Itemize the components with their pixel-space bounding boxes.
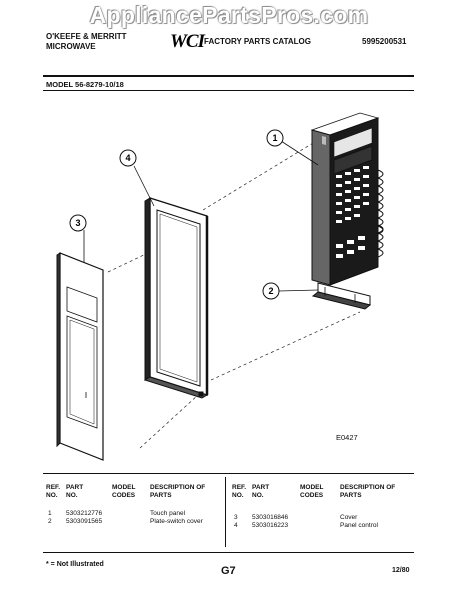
row-2-desc: Plate-switch cover [150,518,203,525]
col-part-no-right: PART NO. [252,484,270,499]
row-4-desc: Panel control [340,522,378,529]
catalog-date: 12/80 [392,567,410,574]
row-1-desc: Touch panel [150,510,186,517]
col-model-codes-right: MODEL CODES [300,484,324,499]
cover-part [56,252,104,461]
model-label: MODEL 56-8279-10/18 [46,80,124,89]
callout-3-label: 3 [75,218,80,228]
parts-table-left: REF. NO. PART NO. MODEL CODES DESCRIPTIO… [46,484,224,544]
row-2-part: 5303091565 [66,518,103,525]
row-1-part: 5303212776 [66,510,103,517]
diagram-code: E0427 [336,433,358,442]
wci-logo: WCI [170,31,205,52]
callout-4: 4 [119,149,137,167]
callout-2-label: 2 [268,286,273,296]
header-rule [43,75,414,77]
alignment-lines [107,139,361,449]
frame-part [143,197,209,399]
row-4-part: 5303016223 [252,522,289,529]
col-description-right: DESCRIPTION OF PARTS [340,484,396,499]
callout-3: 3 [69,214,87,232]
col-model-codes: MODEL CODES [112,484,136,499]
catalog-number: 5995200531 [362,37,407,46]
row-3-desc: Cover [340,514,358,521]
col-part-no: PART NO. [66,484,84,499]
keypad-buttons [336,166,369,258]
bracket-part [311,282,372,310]
row-1-ref: 1 [48,510,52,517]
callout-4-label: 4 [125,153,130,163]
row-3-part: 5303016846 [252,514,289,521]
page-number: G7 [221,565,236,577]
footer-rule [43,552,414,553]
callout-1: 1 [266,129,284,147]
row-3-ref: 3 [234,514,238,521]
table-divider [225,477,226,547]
col-description: DESCRIPTION OF PARTS [150,484,206,499]
row-2-ref: 2 [48,518,52,525]
touch-panel-part [310,112,384,286]
table-top-rule [43,473,414,474]
callout-2: 2 [262,282,280,300]
brand-line-1: O'KEEFE & MERRITT [46,32,127,41]
catalog-title: FACTORY PARTS CATALOG [204,37,311,46]
row-4-ref: 4 [234,522,238,529]
footnote: * = Not Illustrated [46,561,104,568]
col-ref-no-right: REF. NO. [232,484,247,499]
model-rule [43,90,414,91]
callout-leaders [83,140,319,292]
parts-table-right: REF. NO. PART NO. MODEL CODES DESCRIPTIO… [232,484,412,544]
col-ref-no: REF. NO. [46,484,61,499]
brand-line-2: MICROWAVE [46,42,96,51]
callout-1-label: 1 [272,133,277,143]
